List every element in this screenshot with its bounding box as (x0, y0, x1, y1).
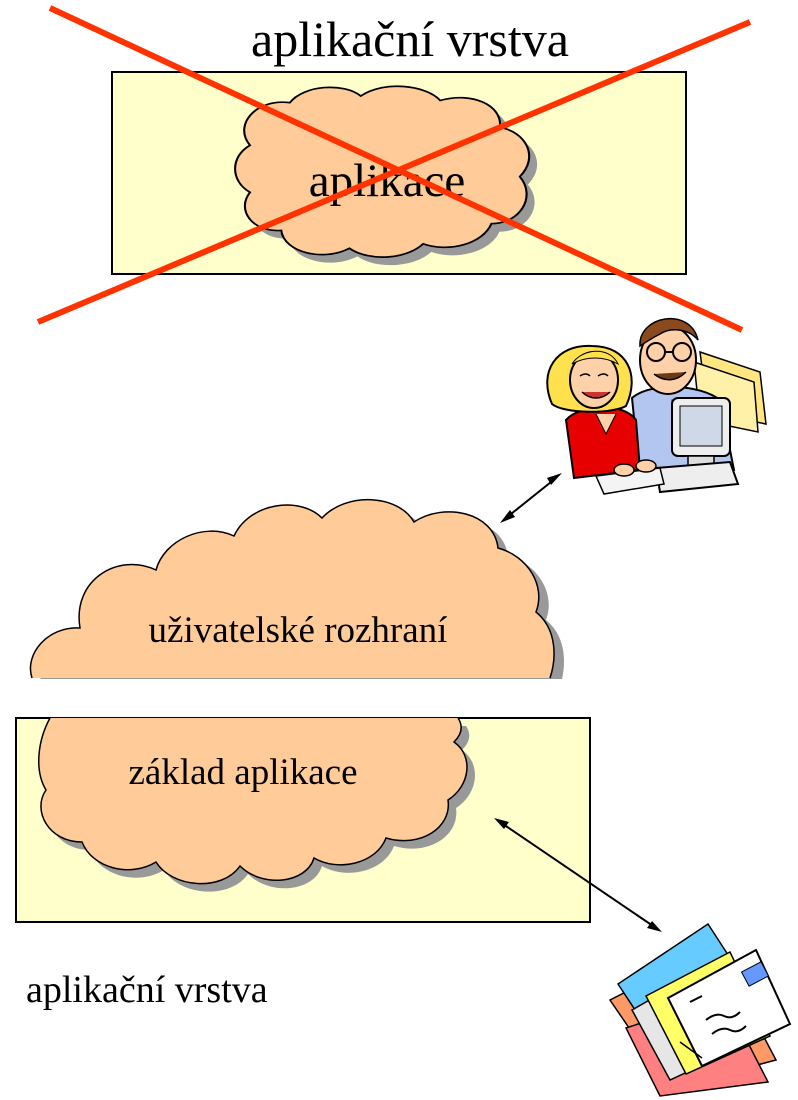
base-cloud (38, 717, 475, 892)
ui-cloud-label: uživatelské rozhraní (149, 610, 448, 651)
base-cloud-label: základ aplikace (128, 752, 357, 793)
cross-out-mark (36, 5, 752, 333)
users-at-computer-icon (546, 317, 767, 495)
data-exchange-arrow (494, 818, 662, 932)
ui-cloud (20, 498, 580, 715)
user-interaction-arrow (500, 473, 562, 523)
top-layer-title: aplikační vrstva (251, 11, 569, 67)
bottom-layer-title: aplikační vrstva (26, 969, 268, 1011)
documents-stack-icon (608, 922, 792, 1097)
